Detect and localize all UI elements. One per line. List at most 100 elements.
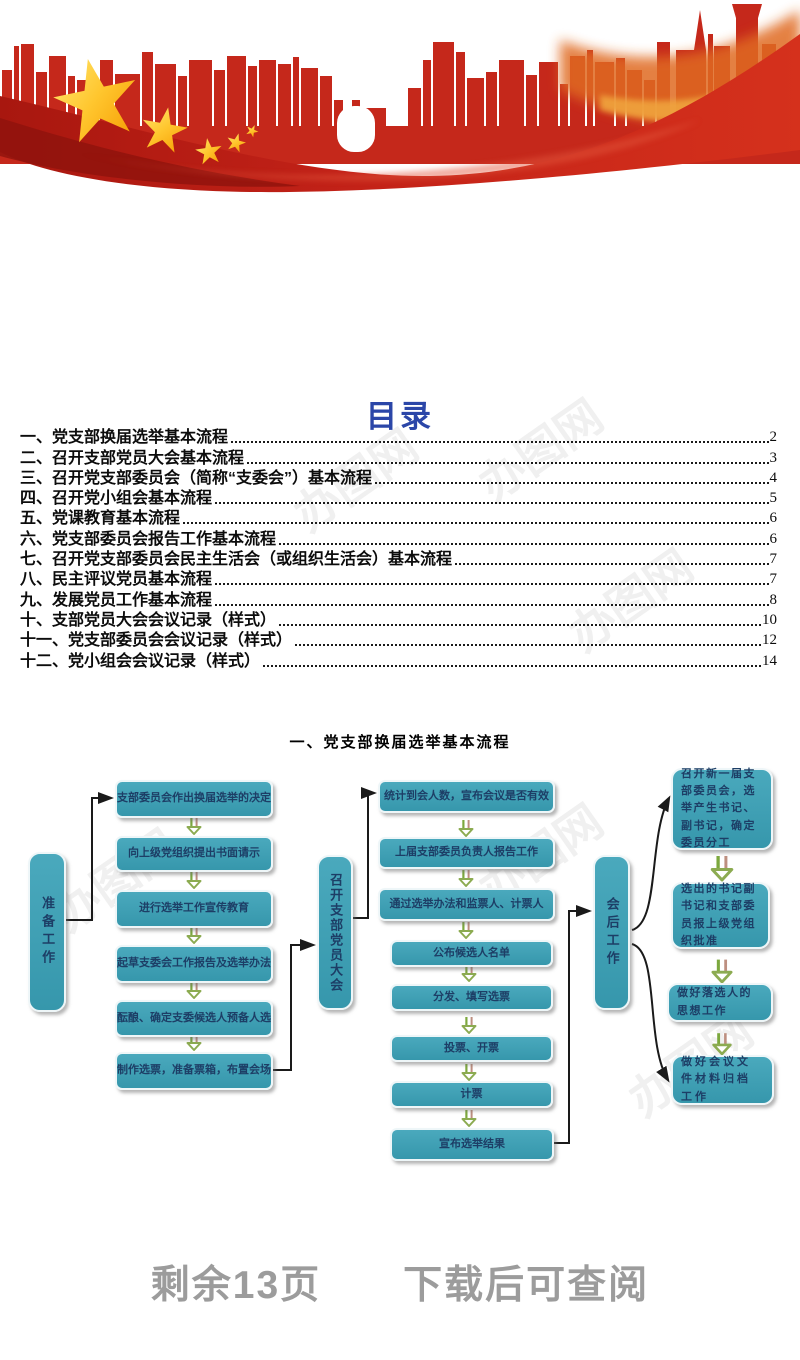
toc-item: 十、支部党员大会会议记录（样式） 10 xyxy=(20,610,777,630)
stage-box-preparation: 准备工作 xyxy=(28,852,66,1012)
toc-leader-dots xyxy=(247,461,769,464)
toc-leader-dots xyxy=(263,664,761,667)
remaining-pages-notice: 剩余13页 下载后可查阅 xyxy=(150,1264,650,1307)
flow-step-box: 支部委员会作出换届选举的决定 xyxy=(115,780,273,818)
flow-step-box: 分发、填写选票 xyxy=(390,984,553,1011)
toc-title: 目录 xyxy=(366,399,434,434)
toc-page-number: 4 xyxy=(769,469,778,486)
flow-step-box: 召开新一届支部委员会，选举产生书记、副书记，确定委员分工 xyxy=(671,768,773,850)
toc-page-number: 12 xyxy=(762,632,777,649)
ribbon-highlight xyxy=(60,120,700,181)
flow-step-box: 起草支委会工作报告及选举办法 xyxy=(115,945,273,983)
toc-item: 十一、党支部委员会会议记录（样式） 12 xyxy=(20,630,777,650)
toc-leader-dots xyxy=(279,542,769,545)
down-arrow-icon xyxy=(461,963,477,983)
flow-step-box: 统计到会人数，宣布会议是否有效 xyxy=(378,780,555,813)
flow-step-box: 选出的书记副书记和支部委员报上级党组织批准 xyxy=(671,882,770,949)
connector-line xyxy=(273,939,316,1071)
down-arrow-icon xyxy=(186,870,202,890)
toc-item-label: 十二、党小组会会议记录（样式） xyxy=(20,652,261,670)
toc-item: 十二、党小组会会议记录（样式） 14 xyxy=(20,650,777,670)
gold-star-icon xyxy=(246,125,259,138)
toc-item-label: 十、支部党员大会会议记录（样式） xyxy=(20,611,277,629)
flow-step-box: 投票、开票 xyxy=(390,1035,553,1062)
toc-leader-dots xyxy=(215,583,769,586)
connector-line xyxy=(66,792,114,921)
flow-step-box: 进行选举工作宣传教育 xyxy=(115,890,273,928)
flow-step-box: 做好会议文件材料归档工作 xyxy=(671,1055,774,1105)
toc-item: 一、党支部换届选举基本流程 2 xyxy=(20,427,777,447)
down-arrow-icon xyxy=(461,1108,477,1128)
down-arrow-icon xyxy=(186,816,202,836)
down-arrow-icon xyxy=(461,1062,477,1082)
down-arrow-icon xyxy=(461,1015,477,1035)
toc-leader-dots xyxy=(295,644,761,647)
toc-item-label: 六、党支部委员会报告工作基本流程 xyxy=(20,530,277,548)
header-banner xyxy=(0,0,800,196)
toc-item: 五、党课教育基本流程 6 xyxy=(20,508,777,528)
connector-line xyxy=(353,787,377,919)
flow-step-box: 通过选举办法和监票人、计票人 xyxy=(378,888,555,921)
toc-leader-dots xyxy=(455,563,769,566)
toc-item-label: 一、党支部换届选举基本流程 xyxy=(20,429,229,447)
toc-page-number: 6 xyxy=(769,530,778,547)
gold-stars xyxy=(53,58,259,165)
toc-item-label: 五、党课教育基本流程 xyxy=(20,510,181,528)
toc-leader-dots xyxy=(215,603,769,606)
flowchart-title: 一、党支部换届选举基本流程 xyxy=(289,734,511,751)
toc-item: 八、民主评议党员基本流程 7 xyxy=(20,569,777,589)
connector-curve xyxy=(631,943,670,1083)
gold-star-icon xyxy=(195,138,222,165)
header-art xyxy=(0,4,800,193)
connector-curve xyxy=(631,795,671,931)
toc-item-label: 八、民主评议党员基本流程 xyxy=(20,571,213,589)
down-arrow-icon xyxy=(458,818,474,838)
toc-item-label: 九、发展党员工作基本流程 xyxy=(20,591,213,609)
toc-page-number: 3 xyxy=(769,449,778,466)
flow-step-box: 公布候选人名单 xyxy=(390,940,553,967)
toc-page-number: 14 xyxy=(762,652,777,669)
toc-page-number: 10 xyxy=(762,611,777,628)
down-arrow-icon xyxy=(711,958,733,984)
down-arrow-icon xyxy=(186,925,202,945)
flow-step-box: 酝酿、确定支委候选人预备人选 xyxy=(115,1000,273,1037)
toc-item-label: 十一、党支部委员会会议记录（样式） xyxy=(20,632,293,650)
toc-leader-dots xyxy=(279,623,761,626)
toc-page-number: 7 xyxy=(769,571,778,588)
toc-item-label: 四、召开党小组会基本流程 xyxy=(20,490,213,508)
flow-step-box: 计票 xyxy=(390,1081,553,1108)
gold-star-icon xyxy=(53,58,136,143)
toc-leader-dots xyxy=(183,522,769,525)
down-arrow-icon xyxy=(712,1031,732,1056)
toc-item: 四、召开党小组会基本流程 5 xyxy=(20,488,777,508)
toc-leader-dots xyxy=(375,481,769,484)
toc-item: 六、党支部委员会报告工作基本流程 6 xyxy=(20,528,777,548)
flow-step-box: 宣布选举结果 xyxy=(390,1128,554,1161)
gold-star-icon xyxy=(142,107,188,153)
toc-item: 九、发展党员工作基本流程 8 xyxy=(20,589,777,609)
toc-page-number: 8 xyxy=(769,591,778,608)
flow-step-box: 上届支部委员负责人报告工作 xyxy=(378,837,555,869)
down-arrow-icon xyxy=(458,868,474,888)
connector-lines xyxy=(66,787,671,1144)
toc-leader-dots xyxy=(231,441,769,444)
toc-page-number: 7 xyxy=(769,551,778,568)
toc-page-number: 6 xyxy=(769,510,778,527)
flow-connectors xyxy=(66,787,734,1144)
toc-page-number: 5 xyxy=(769,490,778,507)
toc-page-number: 2 xyxy=(769,429,778,446)
stage-box-member-meeting: 召开支部党员大会 xyxy=(317,855,353,1010)
flow-step-box: 做好落选人的思想工作 xyxy=(667,983,773,1022)
flow-step-box: 向上级党组织提出书面请示 xyxy=(115,836,273,872)
ribbon-fold-shadow xyxy=(0,118,300,187)
toc-item-label: 七、召开党支部委员会民主生活会（或组织生活会）基本流程 xyxy=(20,551,453,569)
flow-step-box: 制作选票，准备票箱，布置会场 xyxy=(115,1052,273,1090)
gold-star-icon xyxy=(227,133,246,153)
stage-box-after-meeting: 会后工作 xyxy=(593,855,630,1010)
down-arrow-icon xyxy=(186,980,202,1000)
down-arrow-icon xyxy=(710,854,734,882)
down-arrow-icon xyxy=(458,920,474,940)
